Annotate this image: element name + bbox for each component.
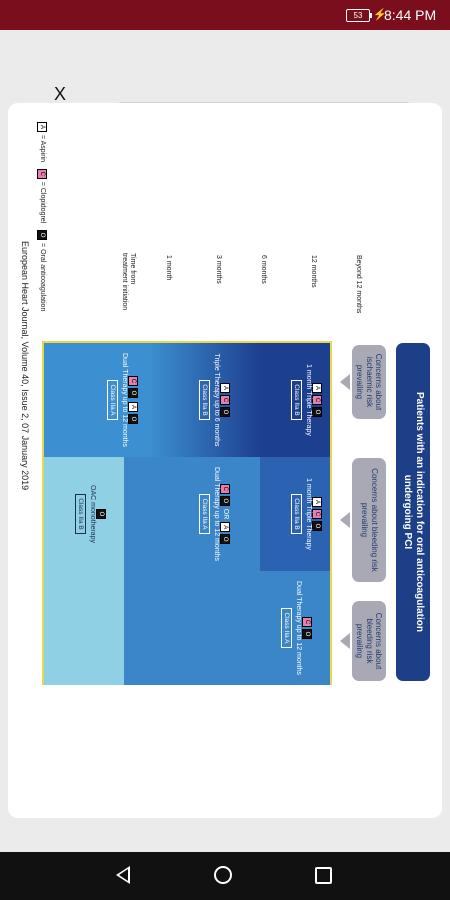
concern-bleeding: Concerns about bleeding risk prevailing <box>352 458 386 582</box>
legend: A = Aspirin C = Clopidogrel O = Oral ant… <box>37 121 47 311</box>
arrow-down-icon <box>340 633 350 649</box>
time-axis-label: Time from treatment initiation <box>121 253 136 311</box>
tick-6-months: 6 months <box>260 255 267 284</box>
figure-title: Patients with an indication for oral ant… <box>396 343 430 681</box>
arrow-down-icon <box>340 512 350 528</box>
charging-icon: ⚡ <box>373 9 387 21</box>
tick-1-month: 1 month <box>165 255 172 281</box>
concern-bleeding-right: Concerns about bleeding risk prevailing <box>352 601 386 681</box>
clock: 8:44 PM <box>384 7 437 23</box>
tick-beyond-12-months: Beyond 12 months <box>355 255 362 314</box>
close-button[interactable]: X <box>54 84 67 104</box>
home-icon[interactable] <box>214 866 232 884</box>
navigation-bar <box>0 852 450 900</box>
guideline-figure: Patients with an indication for oral ant… <box>8 103 442 818</box>
concern-ischaemic: Concerns about ischaemic risk prevailing <box>352 345 386 419</box>
battery-icon: 53 <box>346 9 372 22</box>
back-icon[interactable] <box>116 866 130 884</box>
image-viewer[interactable]: Patients with an indication for oral ant… <box>8 103 442 818</box>
citation: European Heart Journal, Volume 40, Issue… <box>20 241 30 491</box>
recent-apps-icon[interactable] <box>315 867 332 884</box>
status-bar: 53 ⚡ 8:44 PM <box>0 0 450 30</box>
tick-3-months: 3 months <box>215 255 222 284</box>
arrow-down-icon <box>340 374 350 390</box>
tick-12-months: 12 months <box>310 255 317 288</box>
